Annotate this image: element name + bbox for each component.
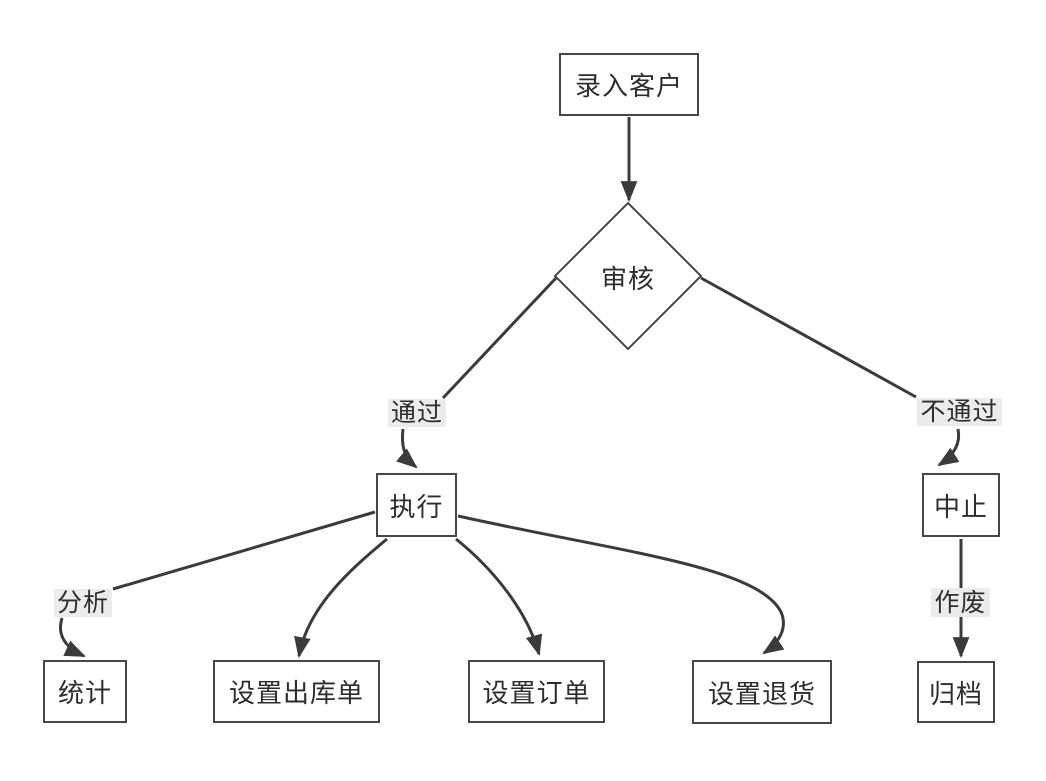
node-set-returns: 设置退货 [692,660,832,724]
edge-label-analyze: 分析 [54,589,112,617]
node-archive: 归档 [917,661,995,723]
edge-execute-to-order [455,537,543,657]
edge-label-fail: 不通过 [917,398,1002,426]
edge-label-pass: 通过 [388,399,446,427]
node-abort: 中止 [922,473,1000,537]
edge-label-void: 作废 [931,588,990,617]
edge-execute-to-returns [457,514,785,655]
decision-diamond-shape [553,201,703,351]
edge-review-to-fail-label [700,276,917,399]
node-statistics: 统计 [43,660,127,723]
node-enter-customer: 录入客户 [559,53,699,116]
edge-fail-label-to-abort [937,428,961,467]
edge-execute-to-outbound [294,537,388,659]
edge-execute-to-analyze-label [112,510,376,591]
edge-pass-label-to-execute [396,428,418,469]
node-review-label: 审核 [600,263,655,294]
edge-analyze-label-to-stats [59,617,86,658]
edge-review-to-pass-label [441,276,558,400]
node-set-order: 设置订单 [468,660,605,723]
node-set-outbound-order: 设置出库单 [213,660,380,723]
node-execute: 执行 [376,473,457,537]
